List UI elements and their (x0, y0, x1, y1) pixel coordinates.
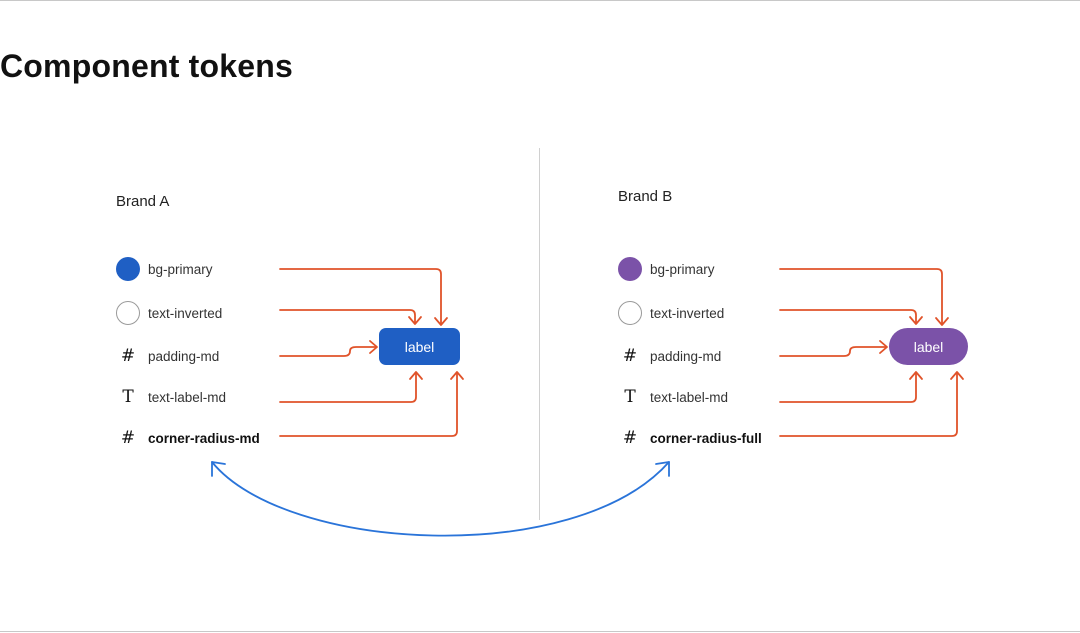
swap-arrowhead-right (655, 461, 670, 477)
hash-icon: # (120, 346, 136, 366)
brand-a-token-bg-primary: bg-primary (116, 257, 213, 281)
token-label: corner-radius-full (650, 430, 762, 446)
swap-arrowhead-left (211, 461, 226, 477)
arrowhead-b-text-inverted (909, 316, 923, 325)
brand-b-token-bg-primary: bg-primary (618, 257, 715, 281)
token-label: bg-primary (148, 261, 213, 277)
token-label: padding-md (148, 348, 220, 364)
token-label: text-label-md (650, 389, 729, 405)
brand-a-title: Brand A (116, 193, 170, 210)
type-icon: T (624, 387, 636, 407)
top-divider (0, 0, 1080, 1)
arrowhead-b-text-label-md (909, 371, 923, 380)
connector-a-text-label-md (279, 372, 417, 403)
brand-divider (539, 148, 540, 520)
token-label: padding-md (650, 348, 722, 364)
connector-b-text-label-md (779, 372, 917, 403)
brand-b-label-button[interactable]: label (889, 328, 968, 365)
arrowhead-a-text-inverted (408, 316, 422, 325)
brand-b-token-text-label-md: T text-label-md (618, 385, 728, 409)
swap-arrow-curve (211, 461, 670, 537)
arrowhead-a-corner-radius (450, 371, 464, 380)
connector-b-bg-primary (779, 268, 943, 325)
token-label: text-inverted (148, 305, 223, 321)
connector-a-bg-primary (279, 268, 442, 325)
brand-b-title: Brand B (618, 188, 673, 205)
brand-b-token-corner-radius-full: # corner-radius-full (618, 426, 762, 450)
token-label: bg-primary (650, 261, 715, 277)
arrowhead-a-text-label-md (409, 371, 423, 380)
hash-icon: # (622, 346, 638, 366)
brand-a-label-button[interactable]: label (379, 328, 460, 365)
bottom-divider (0, 631, 1080, 632)
type-icon: T (122, 387, 134, 407)
arrowhead-b-padding-md (879, 340, 888, 354)
arrowhead-a-bg-primary (434, 317, 448, 326)
brand-a-token-text-label-md: T text-label-md (116, 385, 226, 409)
outline-circle-icon (116, 301, 140, 325)
connector-a-text-inverted (279, 309, 416, 324)
brand-a-token-corner-radius-md: # corner-radius-md (116, 426, 260, 450)
hash-icon: # (622, 428, 638, 448)
token-label: text-label-md (148, 389, 227, 405)
brand-b-token-padding-md: # padding-md (618, 344, 721, 368)
brand-b-token-text-inverted: text-inverted (618, 301, 724, 325)
arrowhead-a-padding-md (369, 340, 378, 354)
connector-b-corner-radius (779, 372, 958, 437)
hash-icon: # (120, 428, 136, 448)
brand-a-token-text-inverted: text-inverted (116, 301, 222, 325)
brand-a-token-padding-md: # padding-md (116, 344, 219, 368)
outline-circle-icon (618, 301, 642, 325)
arrowhead-b-bg-primary (935, 317, 949, 326)
token-label: corner-radius-md (148, 430, 260, 446)
filled-circle-icon (116, 257, 140, 281)
arrowhead-b-corner-radius (950, 371, 964, 380)
connector-a-corner-radius (279, 372, 458, 437)
connector-b-text-inverted (779, 309, 917, 324)
filled-circle-icon (618, 257, 642, 281)
page-title: Component tokens (0, 48, 293, 84)
token-label: text-inverted (650, 305, 725, 321)
connector-b-padding-md (779, 346, 887, 357)
connector-a-padding-md (279, 346, 377, 357)
